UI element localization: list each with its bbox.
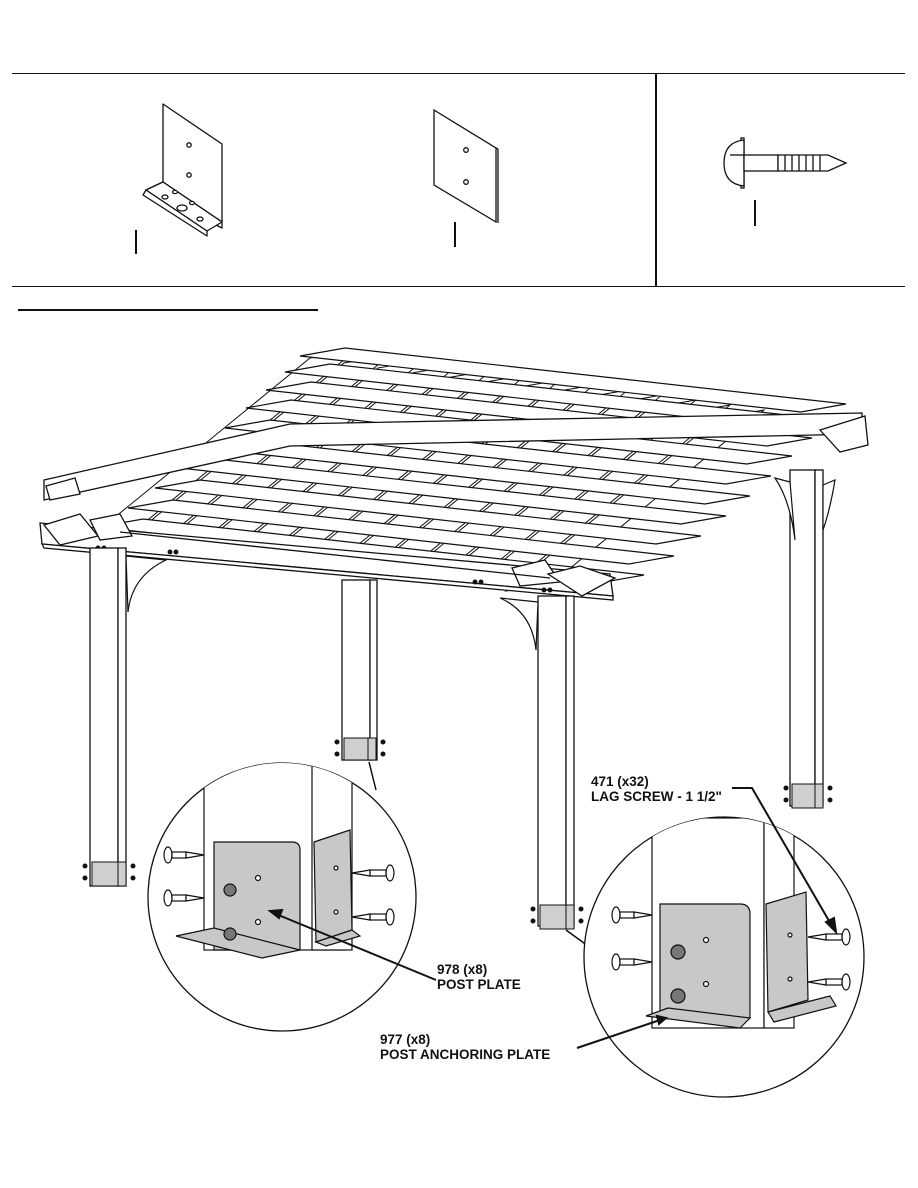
callout-post-plate: 978 (x8) POST PLATE bbox=[437, 962, 521, 992]
lag-screw-arrow bbox=[732, 787, 833, 927]
detail-circle-left bbox=[147, 762, 417, 1032]
callout-lag-screw-name: LAG SCREW - 1 1/2" bbox=[591, 789, 722, 804]
callout-lag-screw-code: 471 (x32) bbox=[591, 774, 649, 789]
knee-braces bbox=[125, 477, 836, 651]
table-divider bbox=[655, 73, 657, 287]
post-front-left bbox=[89, 547, 119, 887]
callout-arrows bbox=[267, 787, 838, 1049]
callout-post-plate-code: 978 (x8) bbox=[437, 962, 488, 977]
post-front-right bbox=[537, 595, 567, 927]
post-rear-left bbox=[341, 579, 371, 761]
callout-anchoring-plate-code: 977 (x8) bbox=[380, 1032, 431, 1047]
anchoring-plate-arrow bbox=[576, 1019, 661, 1049]
callout-anchoring-plate-name: POST ANCHORING PLATE bbox=[380, 1047, 551, 1062]
callout-lag-screw: 471 (x32) LAG SCREW - 1 1/2" bbox=[591, 774, 722, 804]
detail-circle-right bbox=[583, 816, 865, 1098]
front-beam bbox=[39, 513, 617, 601]
detail-leader-left bbox=[368, 761, 377, 791]
callout-post-plate-name: POST PLATE bbox=[437, 977, 521, 992]
callout-anchoring-plate: 977 (x8) POST ANCHORING PLATE bbox=[380, 1032, 550, 1062]
post-anchoring-plate-icon bbox=[142, 103, 223, 237]
parts-illustrations bbox=[135, 103, 848, 254]
rear-beam bbox=[43, 412, 869, 501]
section-heading-rule bbox=[18, 309, 318, 311]
parts-table bbox=[12, 73, 905, 287]
lag-screw-icon bbox=[723, 137, 848, 189]
post-plate-arrow bbox=[275, 913, 437, 981]
post-foot-brackets bbox=[82, 737, 833, 930]
post-plate-icon bbox=[433, 108, 499, 224]
